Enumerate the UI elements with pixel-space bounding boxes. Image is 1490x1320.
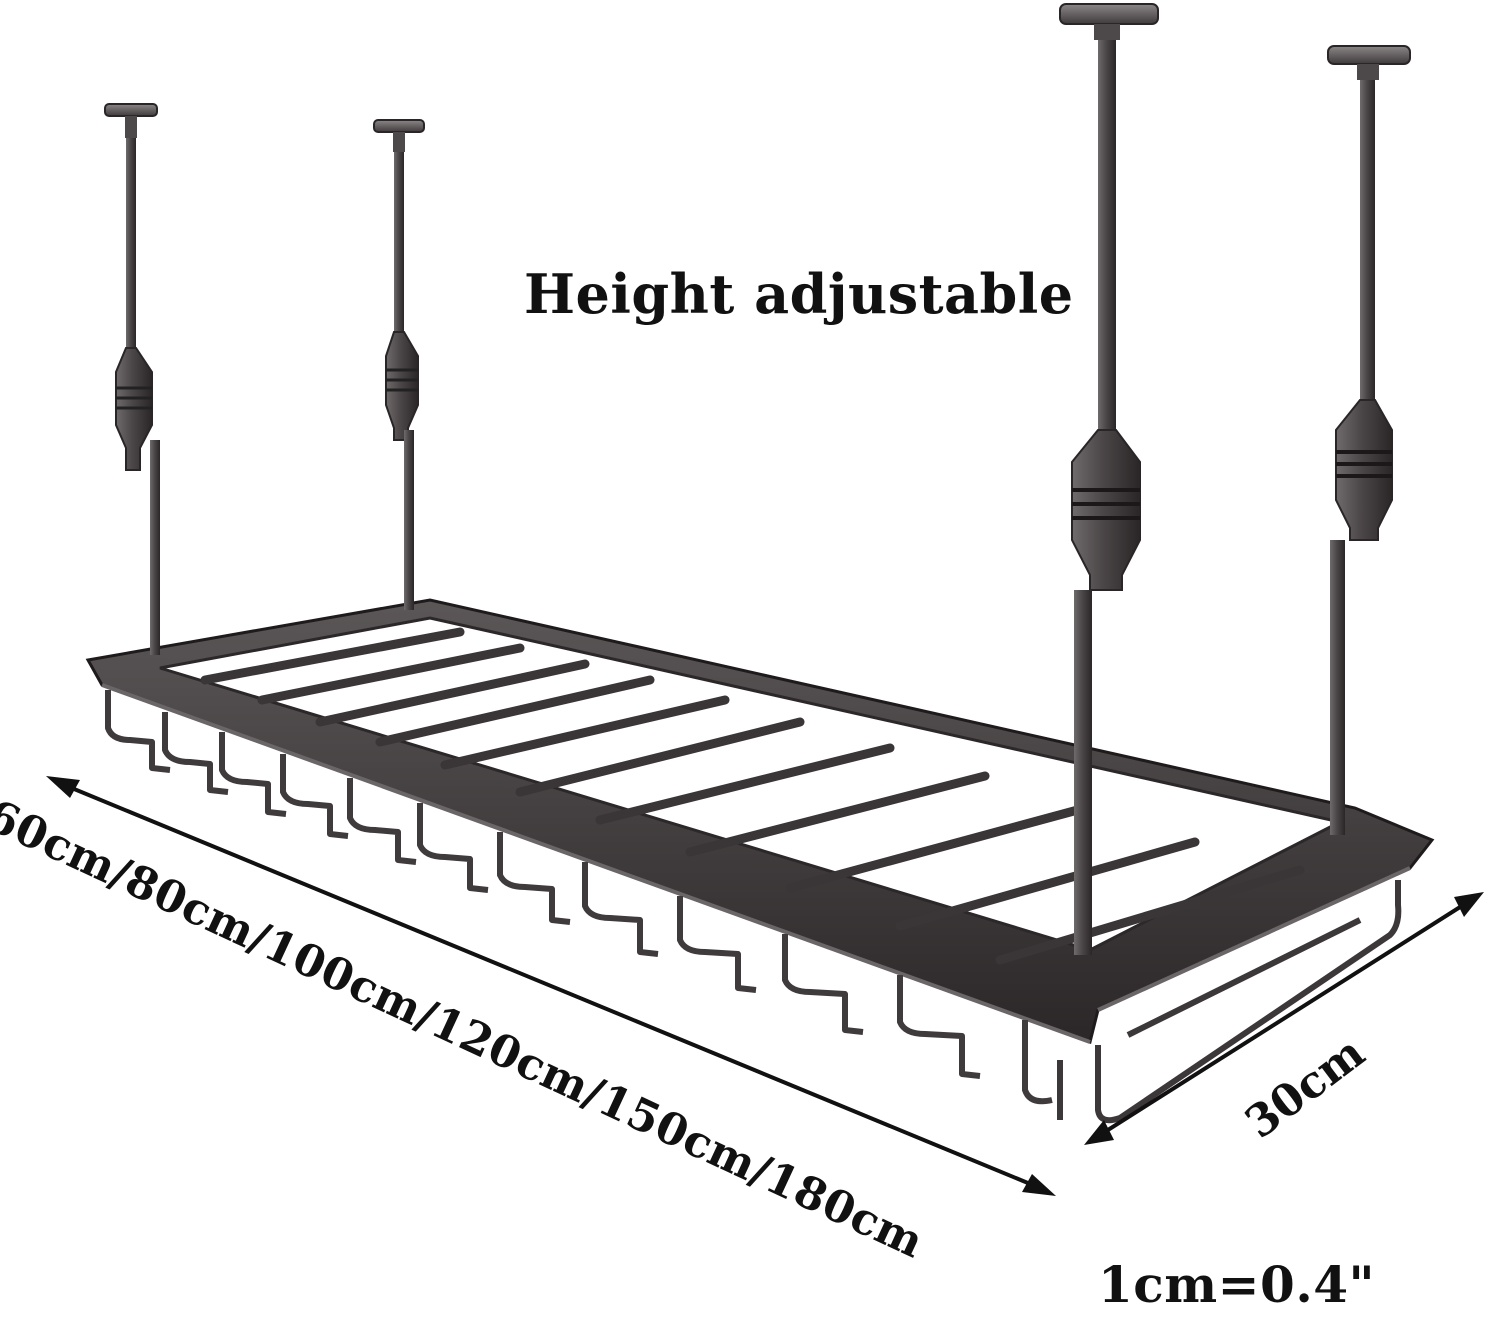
front-hanger-loops: [105, 690, 1053, 1105]
length-dimension-arrow: [46, 776, 1056, 1196]
unit-conversion-label: 1cm=0.4": [1098, 1255, 1376, 1314]
width-dimension-arrow: [1084, 892, 1484, 1145]
side-hanger-rails: [1057, 880, 1402, 1124]
hanging-rod-front-right: [1327, 45, 1411, 835]
hanging-rod-front-center: [1059, 3, 1159, 955]
hanging-rod-rear-center: [373, 119, 425, 610]
rack-cross-bars: [200, 627, 1305, 965]
height-adjustable-label: Height adjustable: [524, 262, 1074, 326]
hanging-rod-rear-left: [104, 103, 160, 655]
